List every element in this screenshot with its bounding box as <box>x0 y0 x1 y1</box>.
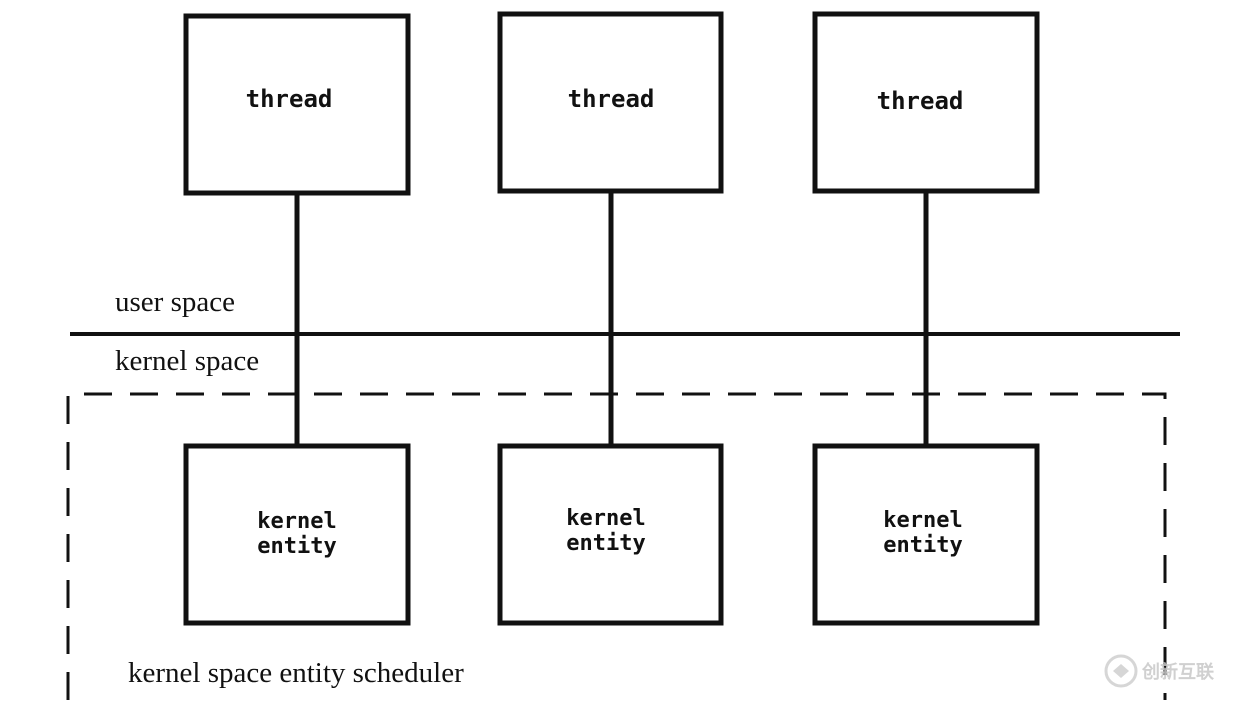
kernel-space-label: kernel space <box>115 345 259 377</box>
thread-box-3: thread <box>812 11 1040 194</box>
kernel-entity-line1-1: kernel <box>257 509 336 534</box>
kernel-entity-box-2: kernel entity <box>497 443 724 626</box>
thread-label-3: thread <box>877 87 964 115</box>
kernel-entity-line2-1: entity <box>257 534 336 559</box>
kernel-entity-line1-2: kernel <box>566 506 645 531</box>
scheduler-boundary <box>66 392 1167 700</box>
kernel-entity-line2-3: entity <box>883 533 962 558</box>
kernel-entity-line1-3: kernel <box>883 508 962 533</box>
watermark-logo-icon <box>1104 654 1138 688</box>
scheduler-label: kernel space entity scheduler <box>128 657 464 689</box>
kernel-entity-box-3: kernel entity <box>812 443 1040 626</box>
thread-box-1: thread <box>183 13 411 196</box>
user-space-label: user space <box>115 286 235 318</box>
thread-label-1: thread <box>246 85 333 113</box>
thread-box-2: thread <box>497 11 724 194</box>
kernel-entity-box-1: kernel entity <box>183 443 411 626</box>
thread-label-2: thread <box>568 85 655 113</box>
watermark-text: 创新互联 <box>1141 661 1214 683</box>
watermark: 创新互联 <box>1104 654 1214 688</box>
kernel-entity-line2-2: entity <box>566 531 645 556</box>
watermark-logo-mark <box>1113 664 1129 678</box>
